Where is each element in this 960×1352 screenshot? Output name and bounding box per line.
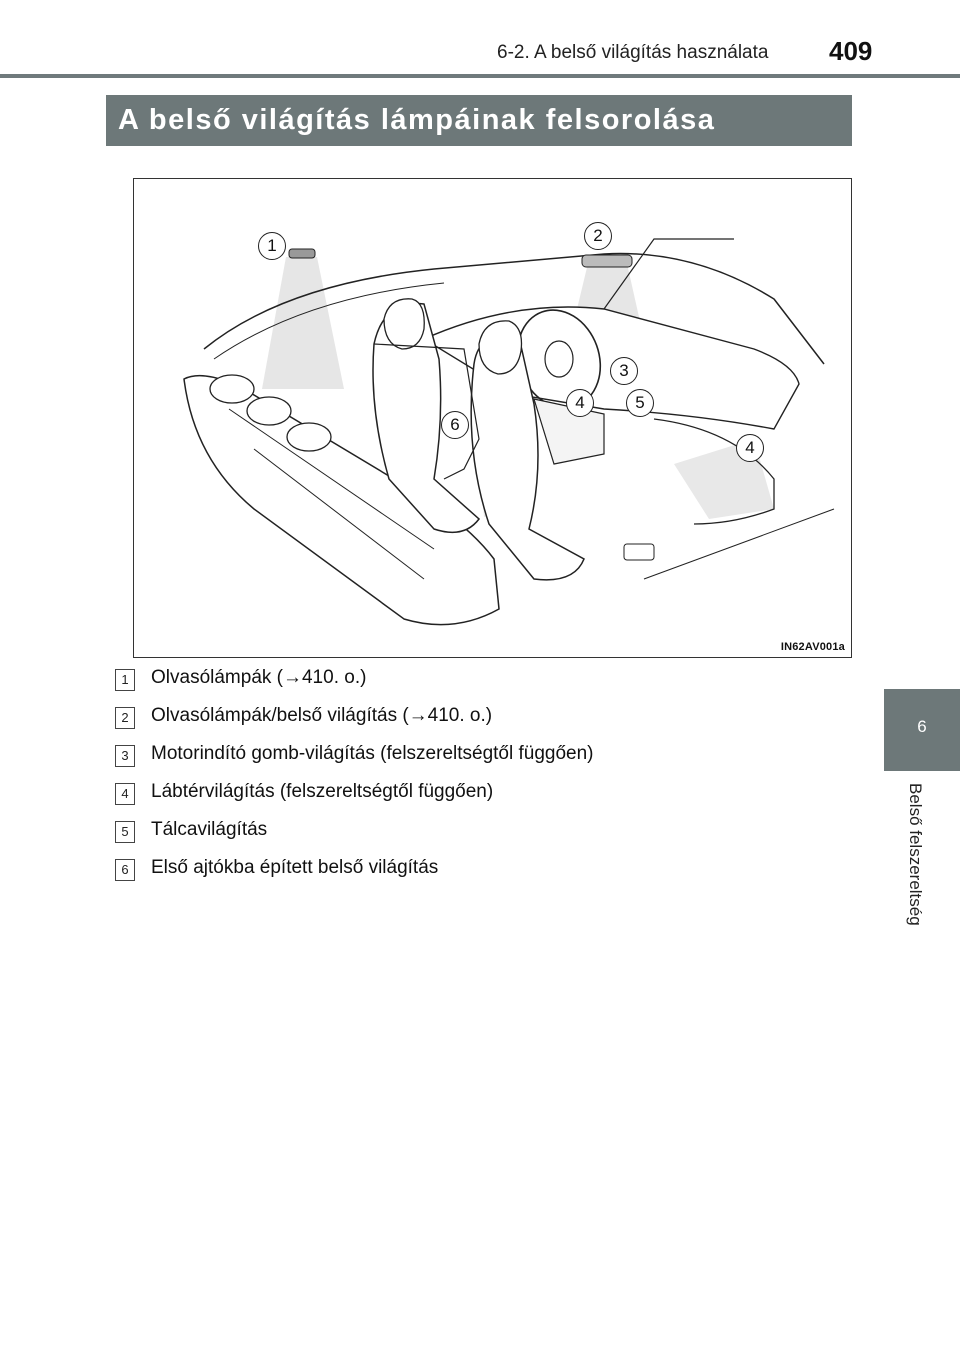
chapter-label: Belső felszereltség — [906, 783, 925, 926]
front-door-panel — [373, 343, 480, 480]
callout-5: 5 — [626, 389, 654, 417]
right-door-opening — [653, 418, 775, 525]
legend-item: 3 Motorindító gomb-világítás (felszerelt… — [115, 742, 815, 780]
legend-number: 2 — [115, 707, 135, 729]
legend-item: 4 Lábtérvilágítás (felszereltségtől függ… — [115, 780, 815, 818]
callout-3: 3 — [610, 357, 638, 385]
legend-item: 1 Olvasólámpák (→410. o.) — [115, 666, 815, 704]
callout-1: 1 — [258, 232, 286, 260]
legend-number: 5 — [115, 821, 135, 843]
callout-4-footwell: 4 — [566, 389, 594, 417]
legend-text: Lábtérvilágítás (felszereltségtől függőe… — [151, 781, 494, 802]
light-cone-1 — [262, 257, 344, 389]
legend-text: Olvasólámpák (→410. o.) — [151, 667, 367, 688]
legend-number: 6 — [115, 859, 135, 881]
legend-item: 2 Olvasólámpák/belső világítás (→410. o.… — [115, 704, 815, 742]
section-title-bar: A belső világítás lámpáinak felsorolása — [106, 95, 852, 146]
legend-list: 1 Olvasólámpák (→410. o.) 2 Olvasólámpák… — [115, 666, 815, 894]
roof-line — [203, 252, 825, 365]
front-headrest-right — [478, 320, 523, 375]
section-title: A belső világítás lámpáinak felsorolása — [118, 104, 716, 136]
rear-reading-lamp — [288, 248, 316, 259]
page-number: 409 — [829, 36, 873, 66]
legend-item: 5 Tálcavilágítás — [115, 818, 815, 856]
legend-text: Tálcavilágítás — [151, 819, 268, 840]
callout-6: 6 — [441, 411, 469, 439]
front-headrest-left — [383, 298, 425, 350]
overhead-console — [581, 254, 633, 268]
legend-number: 4 — [115, 783, 135, 805]
legend-number: 1 — [115, 669, 135, 691]
legend-item: 6 Első ajtókba épített belső világítás — [115, 856, 815, 894]
header-rule — [0, 74, 960, 78]
callout-4-door: 4 — [736, 434, 764, 462]
legend-number: 3 — [115, 745, 135, 767]
figure-code: IN62AV001a — [780, 641, 845, 653]
chapter-number: 6 — [917, 717, 927, 736]
header-section-title: 6-2. A belső világítás használata — [497, 42, 769, 63]
interior-lights-figure: 1 2 3 4 5 6 4 IN62AV001a — [133, 178, 852, 658]
legend-text: Első ajtókba épített belső világítás — [151, 857, 439, 878]
legend-text: Motorindító gomb-világítás (felszereltsé… — [151, 743, 594, 764]
car-interior-illustration — [183, 238, 835, 626]
callout-2: 2 — [584, 222, 612, 250]
legend-text: Olvasólámpák/belső világítás (→410. o.) — [151, 705, 493, 726]
chapter-tab: 6 — [884, 689, 960, 771]
